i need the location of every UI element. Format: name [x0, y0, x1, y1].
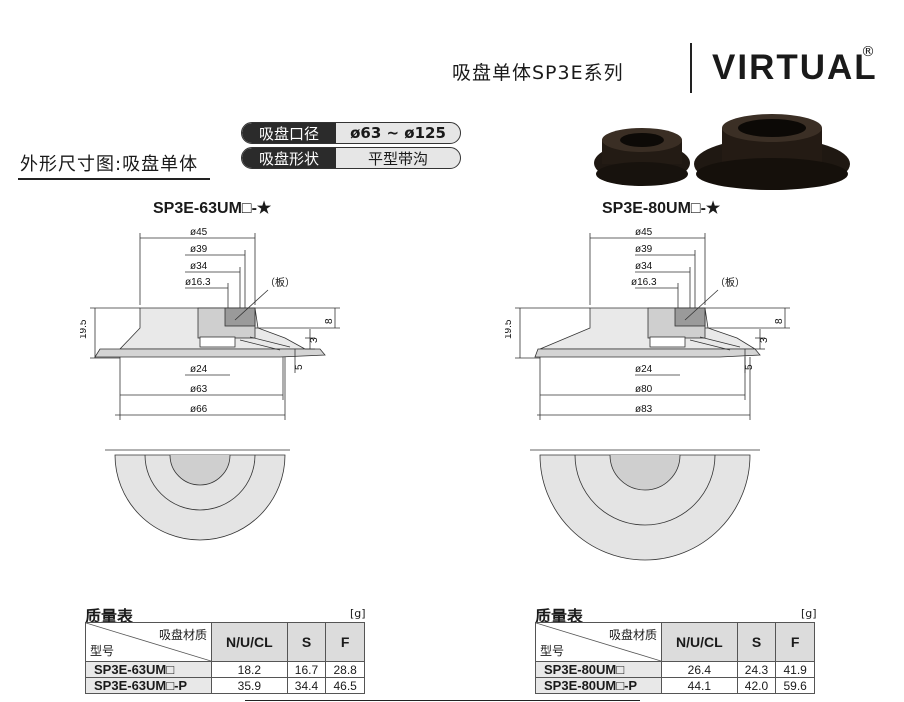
- column-header: S: [286, 622, 327, 662]
- cell-value: 34.4: [286, 677, 327, 694]
- section-title: 外形尺寸图:吸盘单体: [20, 154, 199, 175]
- dim-phi66: ø66: [190, 404, 208, 415]
- column-header: N/U/CL: [661, 622, 738, 662]
- dim-height-total: 19.5: [505, 319, 514, 339]
- cell-value: 46.5: [325, 677, 365, 694]
- dim-phi39: ø39: [190, 244, 208, 255]
- spec-label: 吸盘口径: [242, 123, 336, 143]
- spec-value: 平型带沟: [367, 149, 428, 168]
- spec-label: 吸盘形状: [242, 148, 336, 168]
- row-model: SP3E-80UM□-P: [535, 677, 662, 694]
- mass-unit: [g]: [801, 607, 817, 620]
- mass-unit: [g]: [350, 607, 366, 620]
- product-photo: [594, 114, 850, 190]
- dim-side-8: 8: [774, 318, 785, 324]
- table-row: SP3E-80UM□-P 44.1 42.0 59.6: [535, 677, 815, 694]
- mass-table-title: 质量表: [535, 607, 584, 626]
- dim-side-5: 5: [294, 364, 305, 370]
- mass-table-80: 吸盘材质 型号 N/U/CL S F SP3E-80UM□ 26.4 24.3 …: [535, 622, 815, 694]
- dim-phi24: ø24: [635, 364, 653, 375]
- dimension-drawing-63: ø45 ø39 ø34 ø16.3 （板） ø24 ø63 ø66 19.5 8…: [80, 227, 340, 541]
- dim-side-8: 8: [324, 318, 335, 324]
- dim-phi16-3: ø16.3: [631, 277, 657, 288]
- section-underline: [18, 178, 210, 180]
- column-header: N/U/CL: [211, 622, 288, 662]
- mass-table-63: 吸盘材质 型号 N/U/CL S F SP3E-63UM□ 18.2 16.7 …: [85, 622, 365, 694]
- row-model: SP3E-63UM□: [85, 661, 212, 678]
- dimension-drawing-80: ø45 ø39 ø34 ø16.3 （板） ø24 ø80 ø83 19.5 8…: [505, 227, 790, 561]
- model-title-63: SP3E-63UM□-★: [153, 200, 272, 217]
- brand-logo: VIRTUAL: [712, 48, 878, 87]
- dim-side-5: 5: [744, 364, 755, 370]
- spec-value: ø63 ~ ø125: [350, 124, 446, 142]
- plate-note: （板）: [715, 276, 745, 289]
- dim-phi34: ø34: [635, 261, 653, 272]
- cell-value: 41.9: [775, 661, 815, 678]
- column-header: F: [325, 622, 365, 662]
- cell-value: 42.0: [736, 677, 777, 694]
- model-title-80: SP3E-80UM□-★: [602, 200, 721, 217]
- dim-phi34: ø34: [190, 261, 208, 272]
- dim-phi63: ø63: [190, 384, 208, 395]
- dim-height-total: 19.5: [80, 319, 89, 339]
- row-model: SP3E-63UM□-P: [85, 677, 212, 694]
- table-row: SP3E-63UM□-P 35.9 34.4 46.5: [85, 677, 365, 694]
- registered-mark: ®: [861, 44, 875, 60]
- plate-note: （板）: [265, 276, 295, 289]
- dim-side-3: 3: [309, 337, 320, 343]
- corner-material-label: 吸盘材质: [158, 628, 207, 642]
- dim-phi80: ø80: [635, 384, 653, 395]
- dim-phi39: ø39: [635, 244, 653, 255]
- table-corner-header: 吸盘材质 型号: [85, 622, 212, 662]
- dim-phi24: ø24: [190, 364, 208, 375]
- corner-material-label: 吸盘材质: [608, 628, 657, 642]
- dim-phi83: ø83: [635, 404, 653, 415]
- series-title: 吸盘单体SP3E系列: [452, 62, 624, 84]
- table-corner-header: 吸盘材质 型号: [535, 622, 662, 662]
- mass-table-title: 质量表: [85, 607, 134, 626]
- bottom-divider: [245, 700, 640, 701]
- column-header: S: [736, 622, 777, 662]
- dim-phi16-3: ø16.3: [185, 277, 211, 288]
- cell-value: 18.2: [211, 661, 288, 678]
- cell-value: 35.9: [211, 677, 288, 694]
- table-row: SP3E-80UM□ 26.4 24.3 41.9: [535, 661, 815, 678]
- dim-side-3: 3: [759, 337, 770, 343]
- row-model: SP3E-80UM□: [535, 661, 662, 678]
- cell-value: 44.1: [661, 677, 738, 694]
- cell-value: 16.7: [286, 661, 327, 678]
- table-row: SP3E-63UM□ 18.2 16.7 28.8: [85, 661, 365, 678]
- spec-pill-diameter: 吸盘口径 ø63 ~ ø125: [241, 122, 461, 144]
- cell-value: 28.8: [325, 661, 365, 678]
- corner-model-label: 型号: [90, 644, 115, 658]
- cell-value: 59.6: [775, 677, 815, 694]
- spec-pill-shape: 吸盘形状 平型带沟: [241, 147, 461, 169]
- corner-model-label: 型号: [540, 644, 565, 658]
- dim-phi45: ø45: [635, 227, 653, 238]
- cell-value: 24.3: [736, 661, 777, 678]
- header-divider: [690, 43, 692, 93]
- dim-phi45: ø45: [190, 227, 208, 238]
- column-header: F: [775, 622, 815, 662]
- cell-value: 26.4: [661, 661, 738, 678]
